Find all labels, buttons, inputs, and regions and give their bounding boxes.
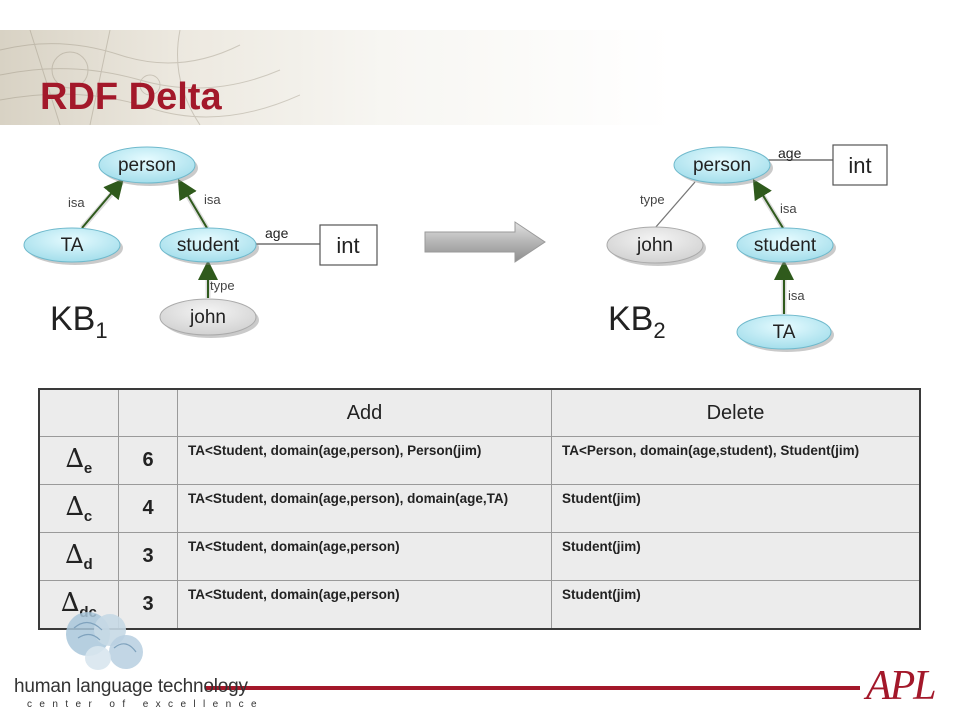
kb1-edge-label-isa-left: isa [68,195,85,210]
page-title: RDF Delta [40,76,222,118]
svg-text:person: person [693,155,751,176]
org-subtitle: center of excellence [27,699,264,710]
delta-count: 3 [118,532,178,581]
kb2-node-person: person [673,146,773,186]
kb1-edge-label-age: age [265,225,289,241]
delta-add: TA<Student, domain(age,person) [177,580,552,630]
table-row: ∆d 3 TA<Student, domain(age,person) Stud… [38,532,921,581]
table-row: ∆dc 3 TA<Student, domain(age,person) Stu… [38,580,921,630]
footer-divider [205,686,860,690]
delta-add: TA<Student, domain(age,person), domain(a… [177,484,552,533]
svg-text:student: student [177,235,240,256]
banner-map-graphic [0,30,300,125]
delta-symbol: ∆c [38,484,119,533]
transition-arrow [424,221,546,263]
kb2-edge-label-age: age [778,145,802,161]
delta-count: 4 [118,484,178,533]
table-row: ∆c 4 TA<Student, domain(age,person), dom… [38,484,921,533]
kb2-node-student: student [736,227,836,265]
delta-count: 6 [118,436,178,485]
kb2-node-john: john [606,226,706,266]
kb1-edge-label-isa-right: isa [204,192,221,207]
table-header-symbol [38,388,119,437]
svg-text:person: person [118,155,176,176]
kb2-node-int: int [832,144,888,186]
hlt-logo-icon [66,612,143,670]
delta-count: 3 [118,580,178,630]
kb2-edge-john-person [654,181,696,229]
svg-text:john: john [636,235,673,256]
apl-logo: APL [866,663,937,709]
svg-text:student: student [754,235,817,256]
delta-add: TA<Student, domain(age,person), Person(j… [177,436,552,485]
delta-delete: TA<Person, domain(age,student), Student(… [551,436,921,485]
table-header-row: Add Delete [38,388,921,437]
svg-text:int: int [336,233,359,258]
delta-delete: Student(jim) [551,580,921,630]
kb1-edge-label-type: type [210,278,235,293]
delta-symbol: ∆e [38,436,119,485]
delta-symbol: ∆d [38,532,119,581]
kb1-node-person: person [98,146,198,186]
table-header-add: Add [177,388,552,437]
svg-text:int: int [848,153,871,178]
kb1-node-ta: TA [23,227,123,265]
svg-text:john: john [189,307,226,328]
kb2-label: KB2 [608,300,666,343]
table-row: ∆e 6 TA<Student, domain(age,person), Per… [38,436,921,485]
svg-text:TA: TA [61,235,84,256]
kb2-edge-label-isa-bottom: isa [788,288,805,303]
kb1-edges [80,178,320,298]
kb2-edge-label-isa-top: isa [780,201,797,216]
delta-delete: Student(jim) [551,532,921,581]
delta-delete: Student(jim) [551,484,921,533]
delta-table: Add Delete ∆e 6 TA<Student, domain(age,p… [38,388,921,630]
kb1-node-john: john [159,298,259,338]
kb1-node-int: int [319,224,378,266]
table-header-delete: Delete [551,388,921,437]
kb1-node-student: student [159,227,259,265]
delta-add: TA<Student, domain(age,person) [177,532,552,581]
svg-text:TA: TA [773,322,796,343]
org-name: human language technology [14,676,248,697]
rdf-diagram: isa isa age type person TA student john … [23,144,888,352]
table-header-count [118,388,178,437]
header-banner [0,30,960,125]
kb2-node-ta: TA [736,314,834,352]
kb1-label: KB1 [50,300,108,343]
kb2-edge-label-type: type [640,192,665,207]
